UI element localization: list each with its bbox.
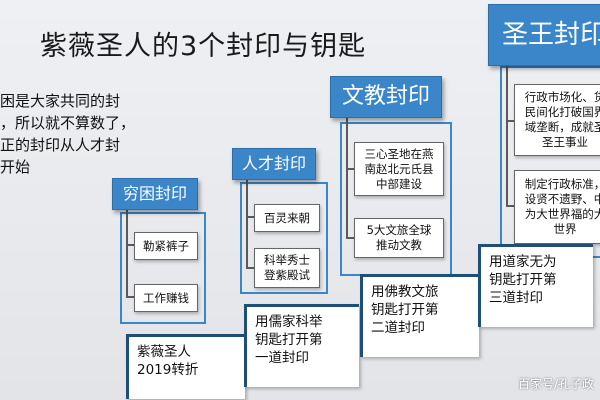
intro-line: 开始	[0, 158, 31, 176]
connector-line	[506, 66, 508, 206]
connector-line	[126, 205, 128, 297]
intro-line: 困是大家共同的封	[0, 92, 121, 110]
watermark: 百家号/孔子政	[517, 377, 594, 391]
connector-line	[246, 267, 254, 269]
connector-line	[126, 244, 134, 246]
connector-line	[506, 120, 514, 122]
king-seal-title: 圣王封印	[488, 4, 600, 66]
poverty-seal-title: 穷困封印	[112, 178, 198, 210]
talent-seal-title: 人才封印	[232, 148, 316, 180]
step-turning-point: 紫薇圣人 2019转折	[126, 334, 245, 399]
poverty-item: 勒紧裤子	[134, 232, 198, 260]
intro-line: ，所以就不算数了，	[0, 114, 136, 132]
page-title: 紫薇圣人的3个封印与钥匙	[40, 31, 367, 62]
talent-item: 科举秀士 登紫殿试	[254, 248, 320, 288]
king-item: 行政市场化、货 民间化打破国界 域垄断，成就圣 圣王事业	[514, 84, 600, 156]
culture-seal-title: 文教封印	[330, 76, 442, 118]
king-item: 制定行政标准， 设贤不遗野、中 为大世界福的大 世界	[514, 170, 600, 244]
step-confucian-key: 用儒家科举 钥匙打开第 一道封印	[244, 304, 359, 387]
intro-text: 困是大家共同的封 ，所以就不算数了， 正的封印从人才封 开始	[0, 90, 170, 178]
connector-line	[346, 168, 354, 170]
talent-item: 百灵来朝	[254, 204, 320, 232]
step-taoist-key: 用道家无为 钥匙打开第 三道封印	[478, 244, 593, 327]
culture-item: 5大文旅全球 推动文教	[354, 218, 444, 258]
step-buddhist-key: 用佛教文旅 钥匙打开第 二道封印	[360, 274, 479, 357]
connector-line	[506, 205, 514, 207]
connector-line	[346, 116, 348, 238]
connector-line	[126, 296, 134, 298]
connector-line	[246, 216, 254, 218]
connector-line	[346, 237, 354, 239]
culture-item: 三心圣地在燕 南赵北元氏县 中部建设	[354, 142, 444, 196]
talent-seal-group	[240, 182, 328, 294]
connector-line	[246, 178, 248, 268]
poverty-item: 工作赚钱	[134, 284, 198, 312]
intro-line: 正的封印从人才封	[0, 136, 121, 154]
poverty-seal-group	[120, 212, 206, 324]
